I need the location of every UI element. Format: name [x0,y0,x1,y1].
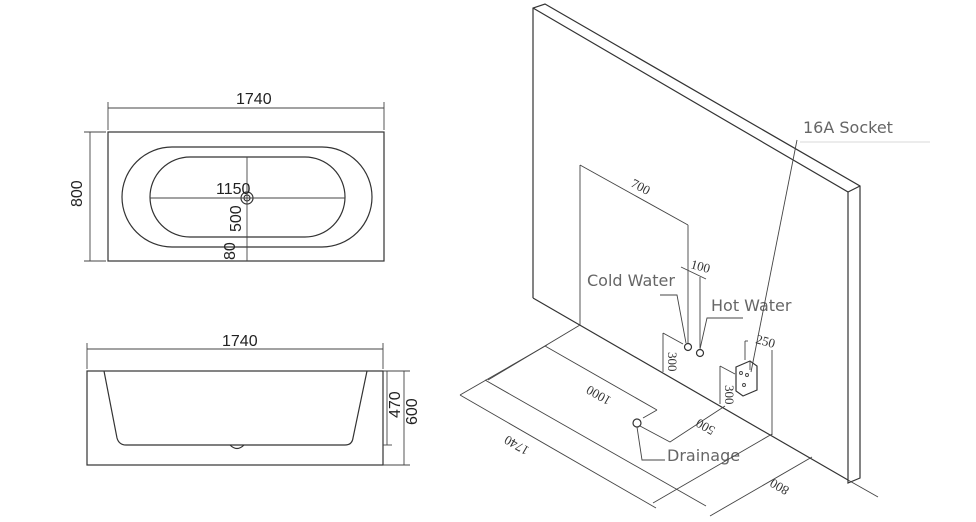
top-width-dim: 800 [69,180,86,207]
hot-water-label: Hot Water [711,296,792,315]
tub-outline-top [107,131,385,262]
top-view: 1740 800 1150 500 80 [69,91,385,262]
floor-tub-width-dim: 800 [767,476,791,499]
cold-water-pipe-icon [683,342,693,352]
drain-pipe-icon [632,418,642,428]
tub-outline-side [86,370,384,466]
socket-offset-dim: 250 [754,331,777,351]
side-height-dim: 600 [404,398,421,425]
drainage-label: Drainage [667,446,740,465]
socket-icon [735,360,758,397]
side-view: 1740 470 600 [86,333,421,466]
tub-basin-side [103,370,368,446]
top-length-dim: 1740 [236,91,272,108]
hot-water-pipe-icon [695,348,705,358]
cold-pipe-height-dim: 300 [665,352,680,372]
inner-length-dim: 1150 [216,181,251,198]
drain-wall-dim: 500 [693,416,717,439]
inner-depth-dim: 470 [387,391,404,418]
wall [532,3,861,484]
floor-tub-length-dim: 1740 [501,432,531,458]
drain-offset-dim: 80 [222,242,239,260]
drain-side-dim: 1000 [583,382,613,408]
socket-label: 16A Socket [803,118,893,137]
cold-water-label: Cold Water [587,271,675,290]
pipe-gap-dim: 100 [689,256,712,276]
install-view: 700 100 Cold Water Hot Water 300 300 250… [459,3,930,517]
tub-basin-top [149,156,346,238]
inner-width-dim: 500 [228,205,245,232]
socket-height-dim: 300 [722,385,737,405]
side-length-dim: 1740 [222,333,258,350]
